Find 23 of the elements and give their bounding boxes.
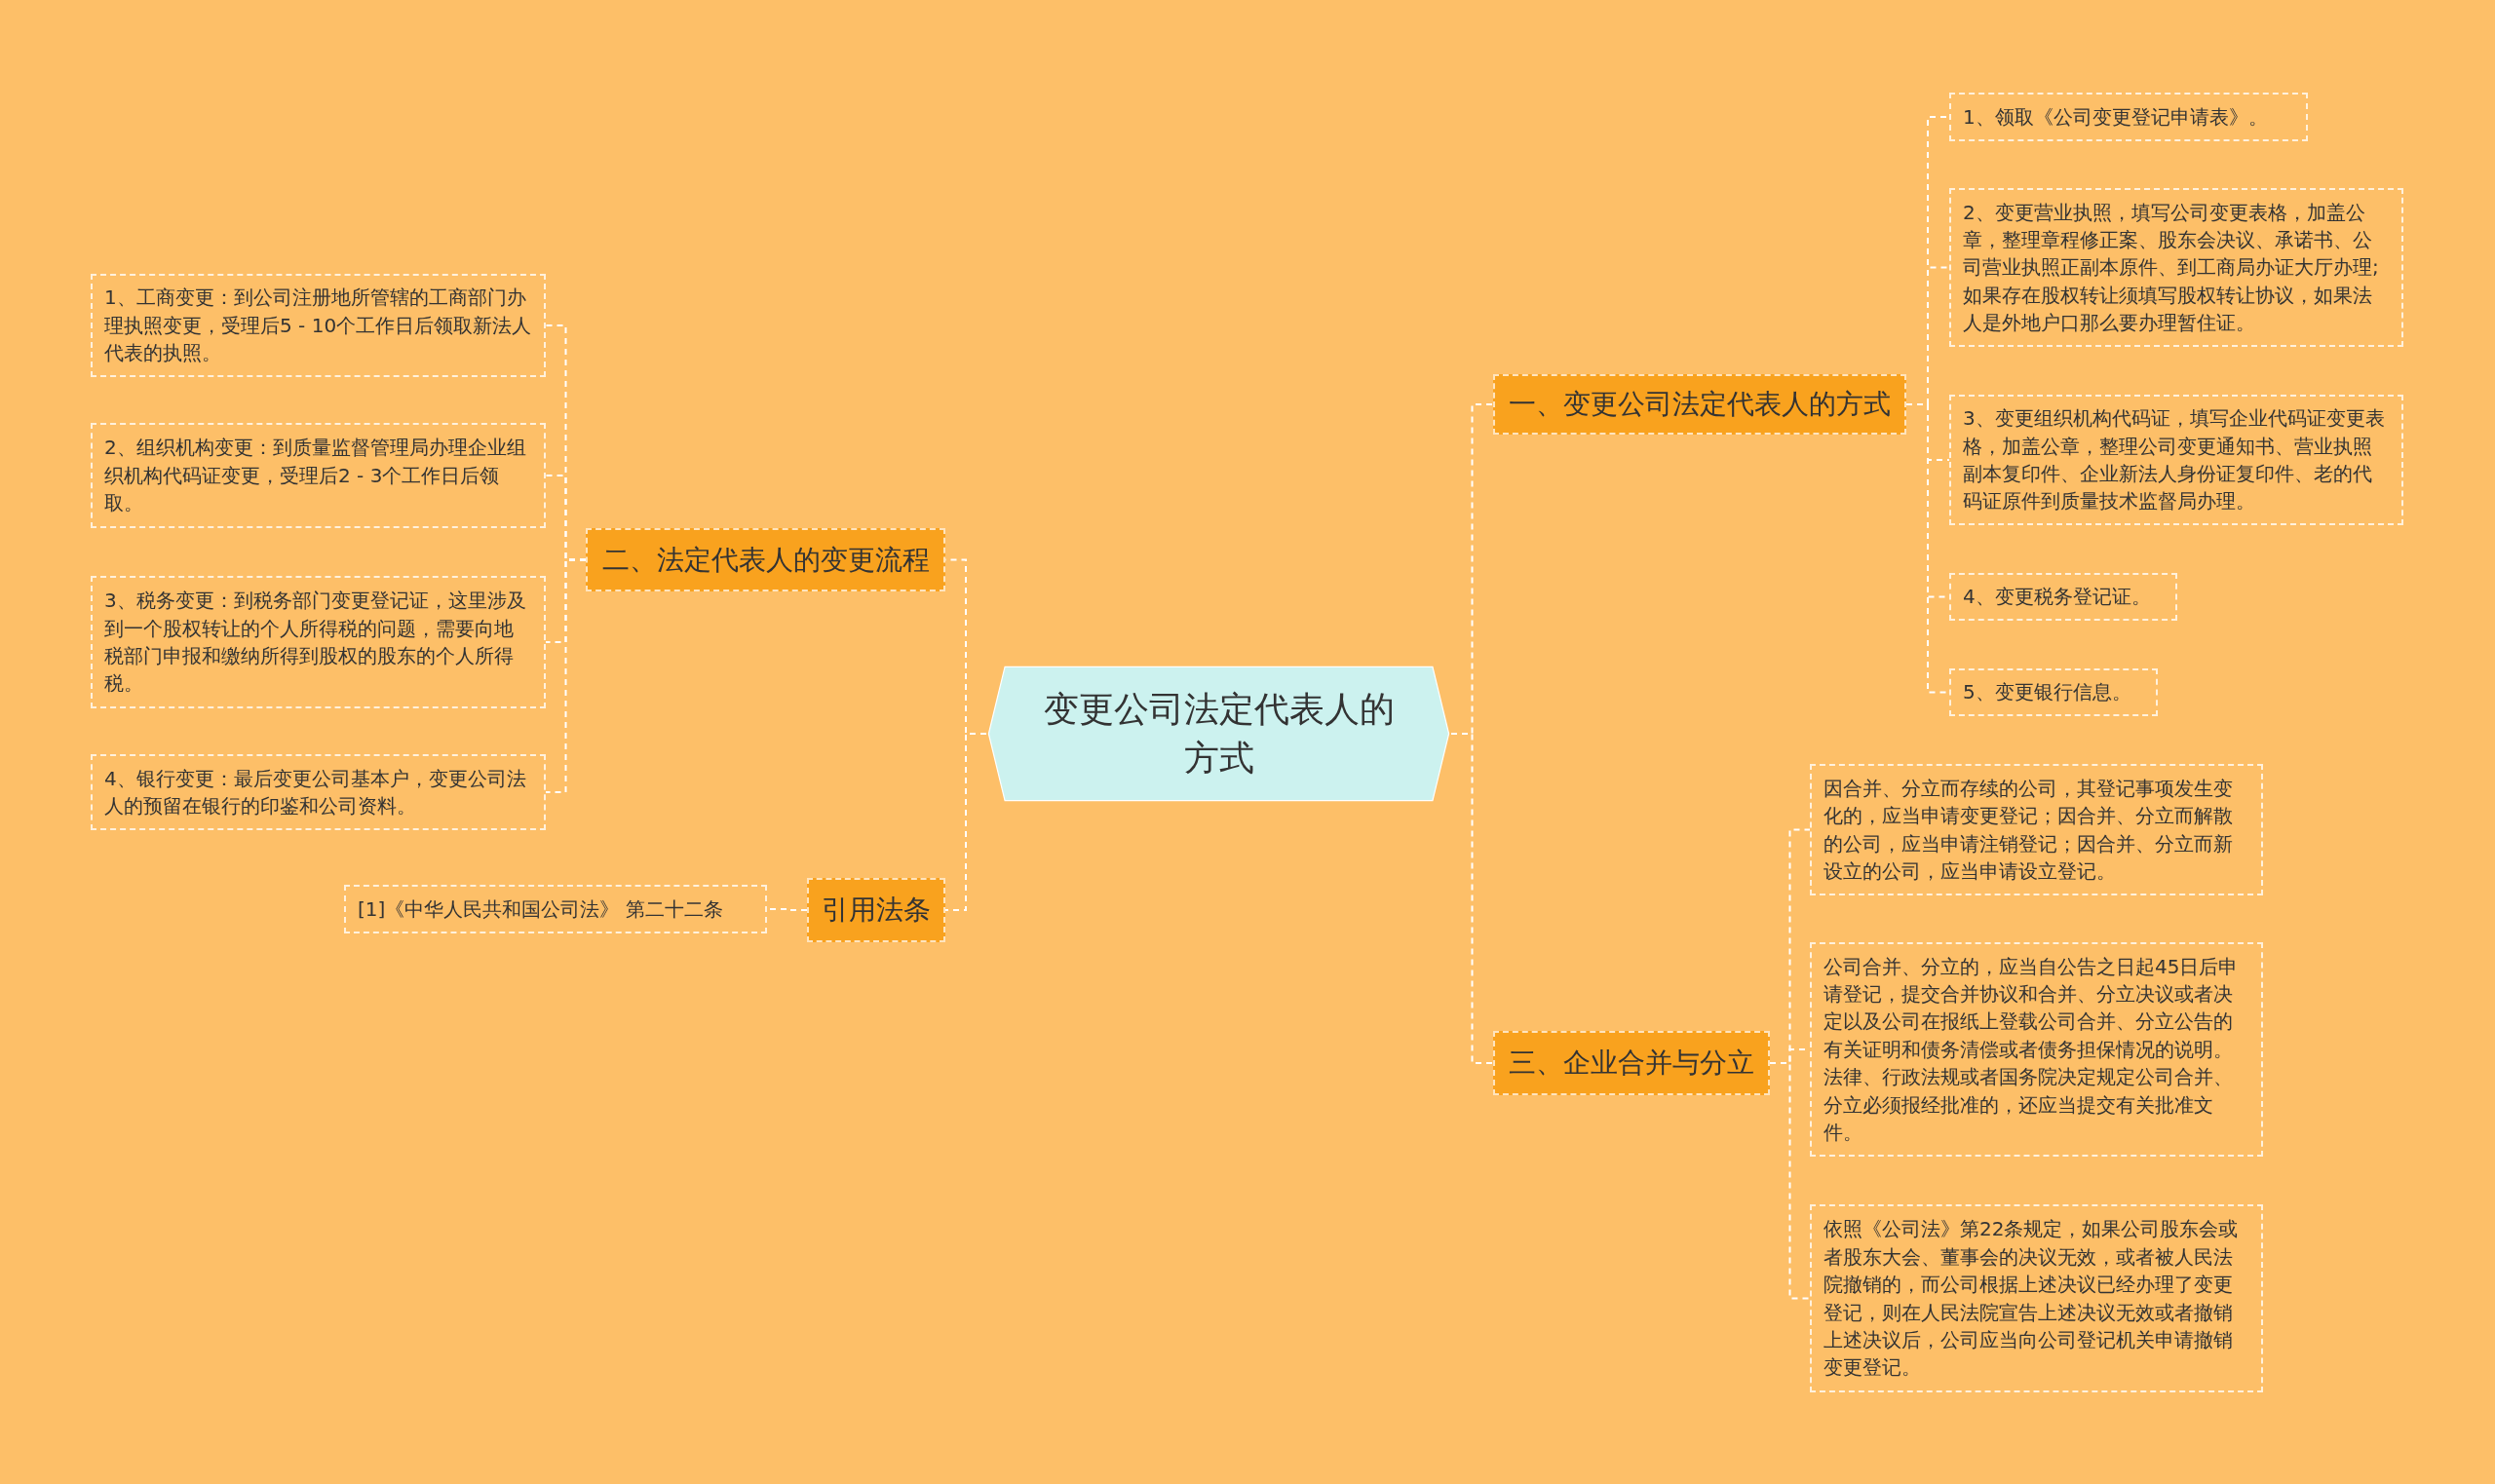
branch-topic: 三、企业合并与分立 — [1493, 1031, 1770, 1095]
subtopic-note: 3、变更组织机构代码证，填写企业代码证变更表格，加盖公章，整理公司变更通知书、营业执照副本复印件、企业新法人身份证复印件、老的代码证原件到质量技术监督局办理。 — [1949, 395, 2403, 525]
subtopic-note: 因合并、分立而存续的公司，其登记事项发生变化的，应当申请变更登记；因合并、分立而解散的公司，应当申请注销登记；因合并、分立而新设立的公司，应当申请设立登记。 — [1810, 764, 2263, 895]
subtopic-note: 1、工商变更：到公司注册地所管辖的工商部门办理执照变更，受理后5 - 10个工作日后领取新法人代表的执照。 — [91, 274, 546, 377]
branch-topic: 二、法定代表人的变更流程 — [586, 528, 945, 591]
branch-topic: 引用法条 — [807, 878, 945, 942]
connector-line — [1769, 1062, 1811, 1300]
central-topic-hexagon — [986, 666, 1451, 802]
subtopic-note: 依照《公司法》第22条规定，如果公司股东会或者股东大会、董事会的决议无效，或者被人民法院撤销的，而公司根据上述决议已经办理了变更登记，则在人民法院宣告上述决议无效或者撤销上述决议后，公司应当向公司登记机关申请撤销变更登记。 — [1810, 1204, 2263, 1392]
subtopic-note: 1、领取《公司变更登记申请表》。 — [1949, 93, 2308, 141]
branch-topic: 一、变更公司法定代表人的方式 — [1493, 374, 1906, 435]
topic-title: 变更公司法定代表人的方式 — [1042, 687, 1396, 780]
subtopic-note: 公司合并、分立的，应当自公告之日起45日后申请登记，提交合并协议和合并、分立决议或者决定以及公司在报纸上登载公司合并、分立公告的有关证明和债务清偿或者债务担保情况的说明。法律、行政法规或者国务院决定规定公司合并、分立必须报经批准的，还应当提交有关批准文件。 — [1810, 942, 2263, 1157]
subtopic-note: 4、变更税务登记证。 — [1949, 573, 2177, 621]
subtopic-note: 5、变更银行信息。 — [1949, 668, 2158, 716]
subtopic-note: 2、变更营业执照，填写公司变更表格，加盖公章，整理章程修正案、股东会决议、承诺书、公司营业执照正副本原件、到工商局办证大厅办理;如果存在股权转让须填写股权转让协议，如果法人是外地户口那么要办理暂住证。 — [1949, 188, 2403, 347]
subtopic-note: 2、组织机构变更：到质量监督管理局办理企业组织机构代码证变更，受理后2 - 3个工作日后领取。 — [91, 423, 546, 528]
subtopic-note: 3、税务变更：到税务部门变更登记证，这里涉及到一个股权转让的个人所得税的问题，需要向地税部门申报和缴纳所得到股权的股东的个人所得税。 — [91, 576, 546, 708]
connector-line — [545, 558, 587, 793]
subtopic-note: 4、银行变更：最后变更公司基本户，变更公司法人的预留在银行的印鉴和公司资料。 — [91, 754, 546, 830]
connector-line — [944, 733, 987, 911]
connector-line — [1450, 733, 1494, 1064]
subtopic-note: [1]《中华人民共和国公司法》 第二十二条 — [344, 885, 767, 933]
